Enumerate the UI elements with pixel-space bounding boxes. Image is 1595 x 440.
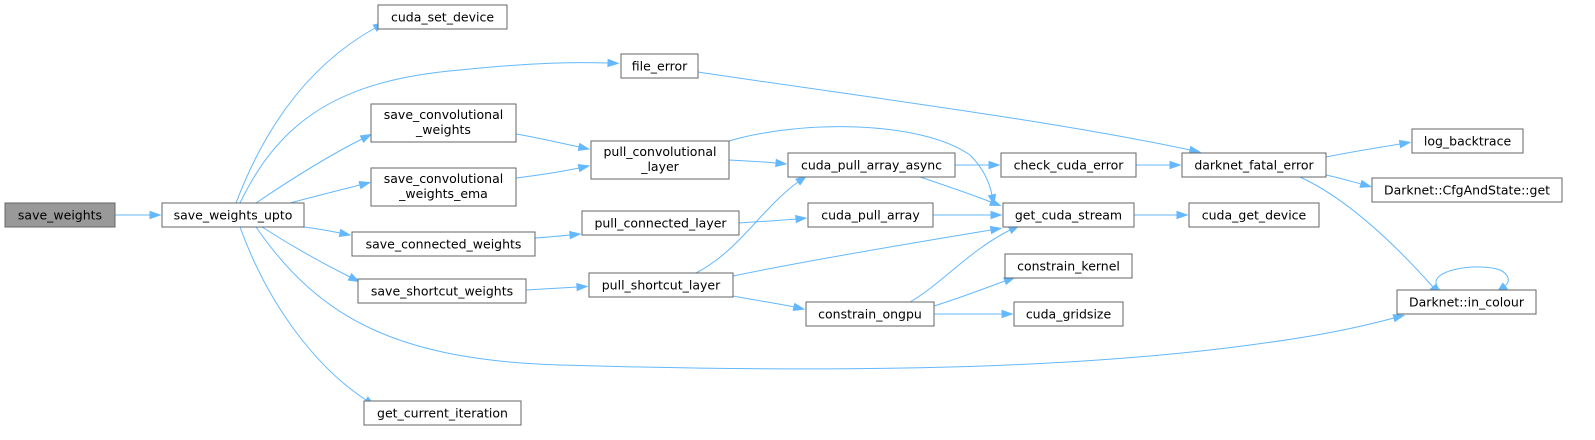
edge-get-cuda-stream-cuda-get-device — [1134, 210, 1189, 220]
edge-constrain-ongpu-constrain-kernel — [933, 277, 1016, 307]
edge-save-weights-upto-in-colour — [255, 226, 1406, 370]
edge-constrain-ongpu-cuda-gridsize — [934, 309, 1014, 319]
node-label: save_weights_upto — [174, 208, 293, 223]
node-label: cuda_pull_array — [821, 208, 920, 223]
edge-pull-shortcut-layer-constrain-ongpu — [732, 295, 806, 312]
node-label: pull_shortcut_layer — [602, 278, 721, 293]
node-label: save_weights — [18, 208, 102, 223]
node-label: get_current_iteration — [377, 406, 508, 421]
node-save-shortcut-weights[interactable]: save_shortcut_weights — [357, 278, 527, 304]
node-get-current-iteration[interactable]: get_current_iteration — [363, 400, 522, 426]
node-file-error[interactable]: file_error — [620, 53, 699, 79]
edge-constrain-ongpu-get-cuda-stream — [909, 224, 1021, 303]
node-darknet-fatal-error[interactable]: darknet_fatal_error — [1181, 152, 1327, 178]
node-label: darknet_fatal_error — [1194, 158, 1314, 173]
node-label: constrain_ongpu — [818, 307, 922, 322]
node-cuda-pull-array[interactable]: cuda_pull_array — [807, 202, 934, 228]
node-cuda-gridsize[interactable]: cuda_gridsize — [1013, 301, 1124, 327]
edge-cuda-pull-array-async-get-cuda-stream — [919, 176, 1002, 207]
edge-pull-shortcut-layer-cuda-pull-array-async — [695, 175, 808, 274]
node-label: _layer — [640, 159, 679, 174]
node-label: Darknet::CfgAndState::get — [1384, 183, 1550, 198]
node-log-backtrace[interactable]: log_backtrace — [1411, 128, 1524, 154]
node-label: _weights — [415, 122, 471, 137]
node-in-colour[interactable]: Darknet::in_colour — [1396, 289, 1537, 315]
edge-save-weights-upto-save-convolutional-weights — [255, 133, 373, 204]
node-label: check_cuda_error — [1014, 158, 1125, 173]
node-pull-convolutional-layer[interactable]: pull_convolutional_layer — [590, 140, 730, 180]
node-save-convolutional-weights-ema[interactable]: save_convolutional_weights_ema — [370, 167, 517, 207]
node-label: log_backtrace — [1424, 134, 1512, 149]
edge-save-convolutional-weights-pull-convolutional-layer — [515, 133, 591, 152]
node-label: save_connected_weights — [366, 237, 522, 252]
node-cfg-get[interactable]: Darknet::CfgAndState::get — [1371, 177, 1563, 203]
edge-save-shortcut-weights-pull-shortcut-layer — [525, 282, 589, 292]
edge-in-colour-in-colour — [1435, 266, 1509, 294]
graph-nodes: save_weights save_weights_upto cuda_set_de… — [4, 4, 1563, 426]
edge-save-weights-upto-save-shortcut-weights — [261, 226, 361, 283]
edge-save-weights-upto-cuda-set-device — [235, 22, 386, 204]
edge-save-weights-save-weights-upto — [115, 210, 162, 220]
edge-darknet-fatal-error-log-backtrace — [1325, 139, 1412, 158]
edge-pull-connected-layer-cuda-pull-array — [738, 214, 808, 224]
edge-pull-shortcut-layer-get-cuda-stream — [732, 225, 1003, 277]
node-label: constrain_kernel — [1017, 259, 1120, 274]
node-label: file_error — [632, 59, 688, 74]
node-pull-connected-layer[interactable]: pull_connected_layer — [581, 210, 740, 236]
edge-darknet-fatal-error-cfg-get — [1325, 174, 1373, 188]
edge-check-cuda-error-darknet-fatal-error — [1136, 160, 1182, 170]
edge-file-error-darknet-fatal-error — [697, 71, 1202, 155]
edge-pull-convolutional-layer-cuda-pull-array-async — [728, 158, 788, 168]
node-label: _weights_ema — [398, 186, 488, 201]
node-label: pull_connected_layer — [594, 216, 727, 231]
edge-save-weights-upto-file-error — [239, 58, 620, 204]
edge-save-connected-weights-pull-connected-layer — [534, 230, 582, 240]
node-save-connected-weights[interactable]: save_connected_weights — [351, 231, 536, 257]
node-label: save_convolutional — [384, 107, 503, 122]
node-save-weights[interactable]: save_weights — [4, 202, 116, 228]
node-check-cuda-error[interactable]: check_cuda_error — [1000, 152, 1137, 178]
edge-save-weights-upto-save-convolutional-weights-ema — [289, 181, 372, 204]
node-label: pull_convolutional — [603, 144, 716, 159]
node-label: save_convolutional — [384, 171, 503, 186]
node-pull-shortcut-layer[interactable]: pull_shortcut_layer — [588, 272, 734, 298]
node-constrain-ongpu[interactable]: constrain_ongpu — [805, 301, 935, 327]
node-label: Darknet::in_colour — [1409, 295, 1525, 310]
node-label: save_shortcut_weights — [371, 284, 513, 299]
node-label: get_cuda_stream — [1015, 208, 1122, 223]
node-label: cuda_pull_array_async — [801, 158, 942, 173]
node-cuda-get-device[interactable]: cuda_get_device — [1188, 202, 1320, 228]
node-label: cuda_gridsize — [1026, 307, 1112, 322]
edge-cuda-pull-array-get-cuda-stream — [933, 210, 1003, 220]
node-label: cuda_set_device — [391, 10, 494, 25]
node-cuda-set-device[interactable]: cuda_set_device — [377, 4, 508, 30]
node-save-convolutional-weights[interactable]: save_convolutional_weights — [370, 103, 517, 143]
node-save-weights-upto[interactable]: save_weights_upto — [161, 202, 305, 228]
node-cuda-pull-array-async[interactable]: cuda_pull_array_async — [787, 152, 956, 178]
node-label: cuda_get_device — [1202, 208, 1307, 223]
edge-save-convolutional-weights-ema-pull-convolutional-layer — [515, 163, 591, 179]
node-constrain-kernel[interactable]: constrain_kernel — [1004, 253, 1133, 279]
edge-save-weights-upto-save-connected-weights — [303, 226, 352, 238]
graph-edges — [115, 22, 1509, 407]
edge-cuda-pull-array-async-check-cuda-error — [955, 160, 1001, 170]
node-get-cuda-stream[interactable]: get_cuda_stream — [1002, 202, 1135, 228]
